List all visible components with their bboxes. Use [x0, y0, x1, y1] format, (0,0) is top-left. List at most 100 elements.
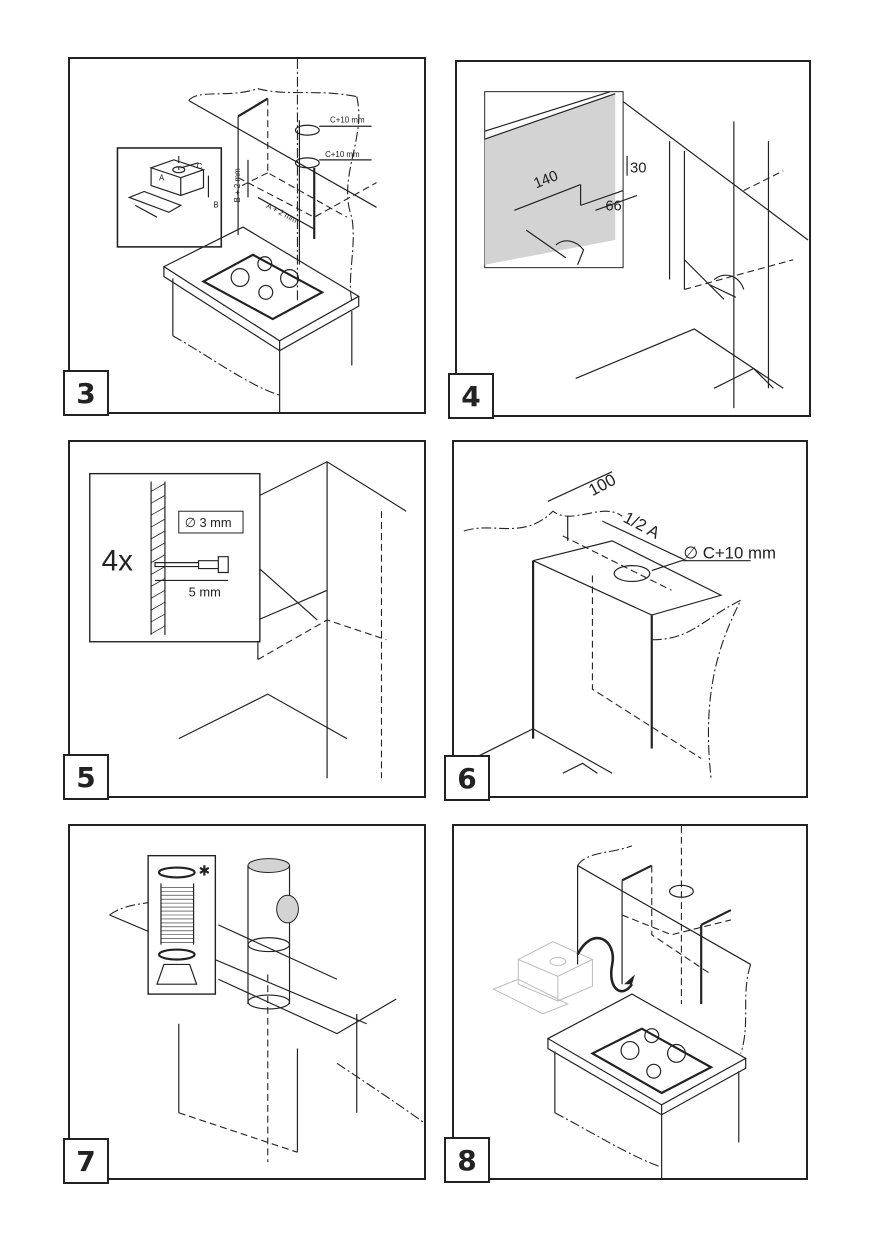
hood-edge — [178, 693, 348, 740]
dimension-lines — [514, 155, 638, 211]
counter-top — [162, 226, 360, 342]
hidden-edges — [562, 535, 702, 759]
hole-bottom — [294, 157, 320, 169]
cabinet-edges — [577, 865, 751, 1004]
cabinet-top — [218, 924, 397, 1035]
step-number-3: 3 — [63, 370, 109, 416]
hidden-edges — [178, 974, 298, 1163]
label-hole: ∅ C+10 mm — [683, 544, 776, 563]
counter-cutline — [172, 335, 280, 396]
clamp-top — [157, 866, 196, 879]
step-8-panel — [452, 824, 808, 1180]
hidden-edges — [684, 170, 794, 290]
label-inset-a: A — [159, 174, 165, 183]
adapter — [156, 963, 198, 985]
clamp-bottom — [157, 948, 196, 961]
counter-sides — [554, 1051, 740, 1178]
label-drill-diameter: ∅ 3 mm — [185, 515, 232, 530]
wall-cutline-right — [651, 598, 742, 779]
dimension-lines — [547, 471, 687, 562]
burner — [258, 284, 274, 300]
hand-pencil — [525, 229, 585, 265]
cabinet-top-edge — [188, 100, 377, 208]
label-half-a: 1/2 A — [620, 508, 663, 543]
hole-mark — [613, 565, 651, 583]
counter-sides — [172, 278, 353, 412]
counter-top — [546, 993, 747, 1116]
step-6-illustration: 100 1/2 A ∅ C+10 mm — [463, 470, 776, 779]
counter-cutline — [554, 1112, 662, 1168]
step-number-7: 7 — [63, 1138, 109, 1184]
step-3-panel: C+10 mm C+10 mm B + 2 mm A + 2 mm C A B — [68, 57, 426, 414]
hood-edge — [575, 328, 784, 389]
cabinet-edges — [109, 914, 367, 1153]
hood-slide — [492, 978, 569, 1015]
step-8-illustration — [492, 826, 752, 1178]
step-5-panel: ∅ 3 mm 4x 5 mm — [68, 440, 426, 798]
hand-pencil-right — [683, 259, 745, 300]
cabinet-edges — [532, 540, 723, 739]
drill — [154, 556, 229, 574]
step-4-panel: 140 30 66 — [455, 60, 811, 417]
label-inset-b: B — [213, 200, 218, 209]
note-marker: ✱ — [199, 862, 211, 878]
step-7-illustration: ✱ — [109, 854, 424, 1163]
cabinet-lip — [484, 91, 616, 140]
duct-ring — [247, 937, 291, 953]
arrow-head-icon — [624, 974, 635, 985]
duct-pipe — [247, 865, 291, 1004]
step-5-illustration: ∅ 3 mm 4x 5 mm — [89, 461, 407, 779]
hood-corner — [713, 367, 774, 389]
drill-diameter-callout — [178, 510, 244, 534]
duct-top — [247, 858, 291, 873]
hob — [590, 1027, 714, 1095]
duct-elbow — [276, 894, 299, 924]
duct-ring — [247, 994, 291, 1010]
burner — [280, 269, 300, 289]
burner — [620, 1040, 640, 1060]
step-7-panel: ✱ — [68, 824, 426, 1180]
burner — [230, 268, 250, 288]
hood-edge — [473, 728, 613, 774]
label-100: 100 — [585, 470, 619, 500]
hatched-wall — [150, 481, 166, 635]
mount-arrow — [576, 936, 634, 993]
wall-cutline — [188, 88, 357, 101]
label-inset-c: C — [197, 162, 203, 171]
flex-duct — [160, 883, 195, 945]
wall-cutline-right — [336, 1062, 424, 1124]
dimension-lines — [247, 159, 315, 230]
hole-top — [294, 124, 320, 136]
cabinet-door-top — [237, 97, 269, 118]
shaded-wall — [484, 93, 616, 265]
cabinet-doors — [621, 864, 732, 1004]
hidden-edges — [237, 98, 377, 218]
label-30: 30 — [630, 161, 647, 177]
wall-cutline-right — [347, 96, 360, 302]
hole — [668, 884, 694, 898]
label-hole-top: C+10 mm — [330, 115, 365, 124]
label-66: 66 — [605, 198, 622, 214]
leader-line — [651, 560, 751, 572]
hidden-edges — [621, 826, 731, 1004]
label-width: A + 2 mm — [265, 201, 299, 225]
flex-duct-inset — [147, 854, 217, 995]
step-number-5: 5 — [63, 754, 109, 800]
wall-cutline — [577, 845, 633, 866]
leader-lines — [319, 125, 372, 161]
label-depth: 5 mm — [189, 584, 221, 599]
cabinet-outline — [622, 101, 809, 409]
burner — [646, 1063, 662, 1079]
wall-cutline — [463, 510, 623, 532]
cabinet-doors — [532, 560, 653, 749]
step-6-panel: 100 1/2 A ∅ C+10 mm — [452, 440, 808, 798]
step-number-6: 6 — [444, 755, 490, 801]
step-number-8: 8 — [444, 1137, 490, 1183]
step-3-illustration: C+10 mm C+10 mm B + 2 mm A + 2 mm C A B — [116, 59, 377, 412]
hood-inset — [116, 147, 223, 248]
burner — [666, 1043, 686, 1063]
hob — [201, 253, 325, 321]
label-hole-bottom: C+10 mm — [325, 150, 360, 159]
step-number-4: 4 — [448, 373, 494, 419]
inset-hood — [149, 159, 206, 197]
